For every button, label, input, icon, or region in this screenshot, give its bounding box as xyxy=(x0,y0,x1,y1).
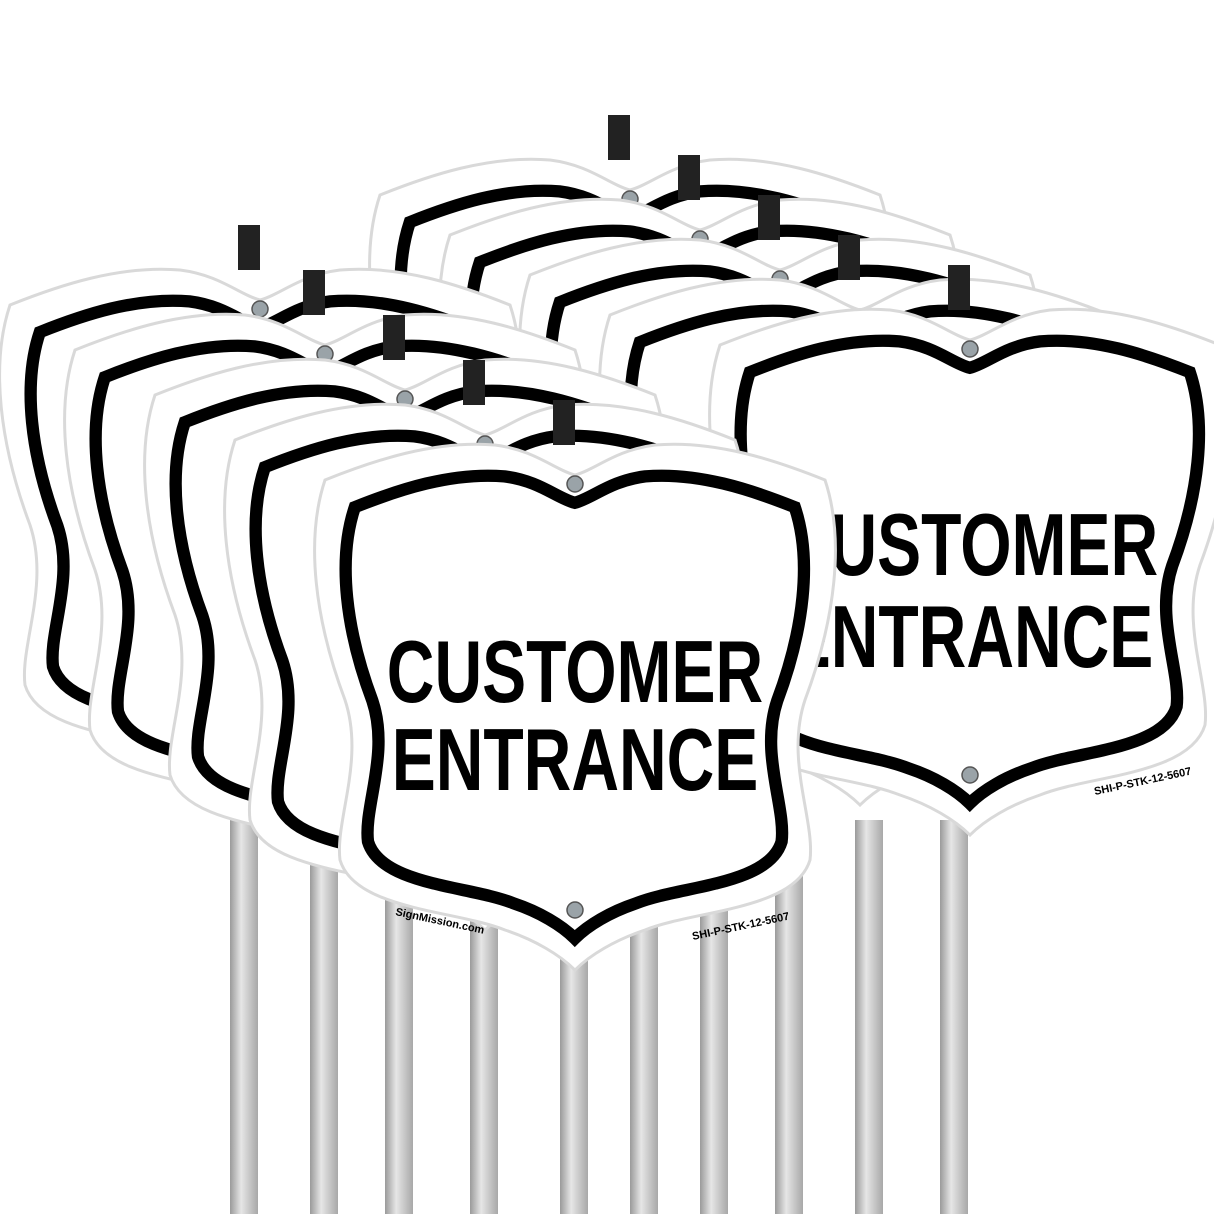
sign-line2: ENTRANCE xyxy=(392,712,759,809)
sign-line1: CUSTOMER xyxy=(782,497,1158,594)
sign-line2: ENTRANCE xyxy=(787,589,1154,686)
stakes xyxy=(230,820,968,1214)
sign-line1: CUSTOMER xyxy=(387,624,763,721)
front-sign: CUSTOMER ENTRANCE SignMission.com SHI-P-… xyxy=(315,400,836,970)
